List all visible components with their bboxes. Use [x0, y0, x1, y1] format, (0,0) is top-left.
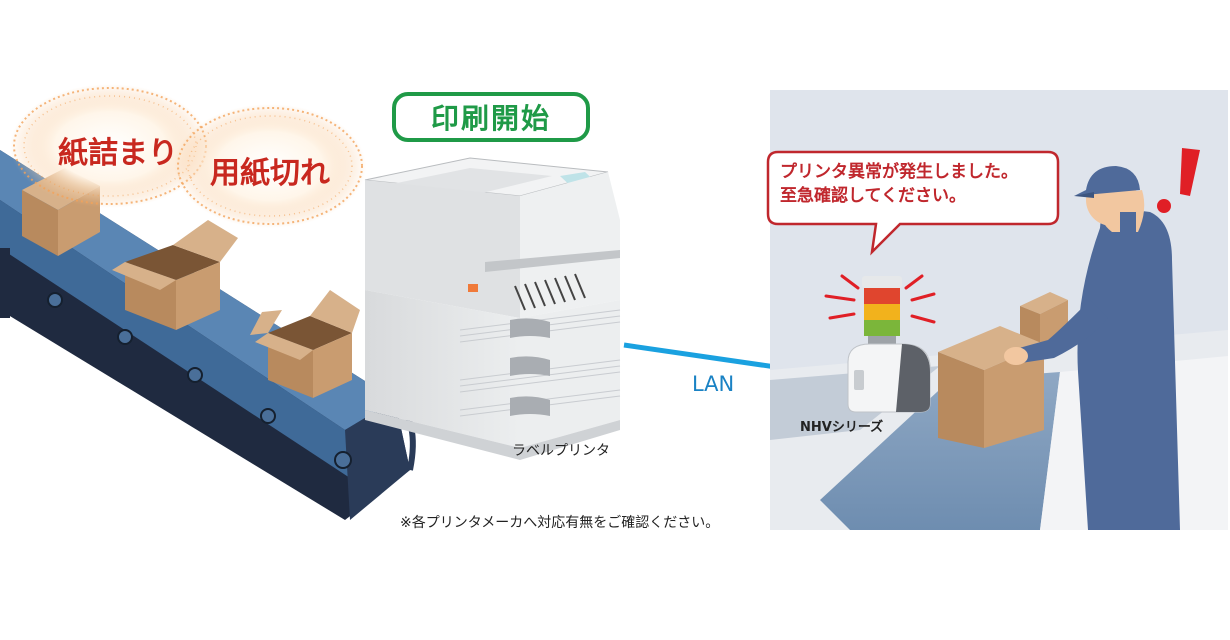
label-printer — [364, 157, 621, 460]
print-start-badge: 印刷開始 — [392, 92, 590, 142]
alert-line-2: 至急確認してください。 — [780, 186, 966, 206]
lan-label: LAN — [692, 372, 735, 396]
printer-label: ラベルプリンタ — [512, 443, 610, 459]
error-paper-jam: 紙詰まり — [58, 136, 178, 171]
footnote: ※各プリンタメーカへ対応有無をご確認ください。 — [400, 515, 720, 531]
alert-line-1: プリンタ異常が発生しました。 — [780, 162, 1018, 182]
alert-message: プリンタ異常が発生しました。 至急確認してください。 — [762, 150, 1058, 224]
alert-speech-bubble — [766, 150, 1060, 256]
error-out-of-paper: 用紙切れ — [210, 156, 330, 191]
nhv-signal-tower — [824, 274, 936, 413]
worker-figure — [1004, 166, 1180, 530]
exclamation-icon — [1157, 148, 1200, 213]
cardboard-box-open — [112, 220, 238, 330]
error-burst-out-of-paper — [174, 104, 366, 228]
nhv-series-label: NHVシリーズ — [800, 420, 884, 435]
cardboard-box-open — [250, 290, 360, 398]
